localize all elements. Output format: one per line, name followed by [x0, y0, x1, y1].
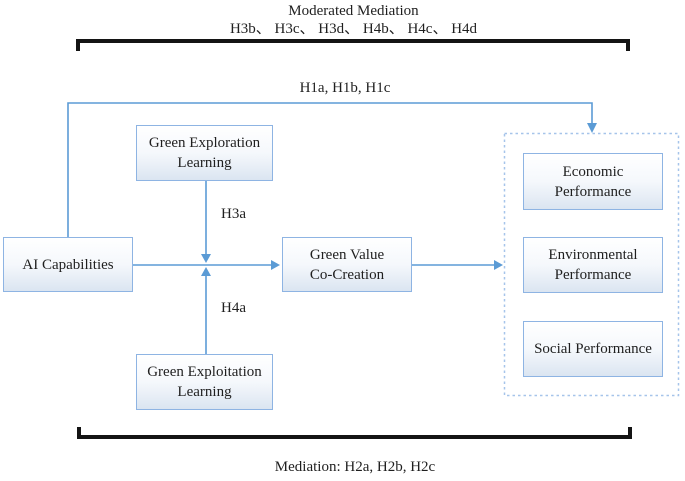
- node-green-exploitation-line2: Learning: [177, 384, 232, 400]
- node-environmental-performance: Environmental Performance: [523, 237, 663, 293]
- node-gvcc-line2: Co-Creation: [309, 266, 385, 283]
- node-green-value-co-creation: Green Value Co-Creation: [282, 237, 412, 292]
- h4a-label: H4a: [221, 300, 246, 316]
- node-ai-capabilities-label: AI Capabilities: [22, 256, 114, 273]
- exploitation-moderation-arrow: [201, 267, 211, 354]
- node-social-performance-label: Social Performance: [534, 341, 652, 357]
- node-social-performance: Social Performance: [523, 321, 663, 377]
- node-economic-performance: Economic Performance: [523, 153, 663, 210]
- h1-direct-connector: [67, 102, 597, 237]
- node-green-exploitation-learning: Green Exploitation Learning: [136, 354, 273, 410]
- node-gvcc-line1: Green Value: [309, 246, 385, 263]
- node-economic-line2: Performance: [554, 183, 632, 200]
- node-environmental-line2: Performance: [554, 267, 632, 283]
- mediation-bracket: [77, 427, 632, 439]
- node-green-exploration-learning: Green Exploration Learning: [136, 125, 273, 181]
- moderated-mediation-hypotheses: H3b、 H3c、 H3d、 H4b、 H4c、 H4d: [229, 21, 478, 37]
- moderated-mediation-bracket: [76, 39, 630, 51]
- node-ai-capabilities: AI Capabilities: [3, 237, 133, 292]
- exploration-moderation-arrow: [201, 181, 211, 263]
- node-environmental-line1: Environmental: [548, 247, 638, 263]
- moderated-mediation-title: Moderated Mediation: [288, 3, 419, 19]
- mediation-label: Mediation: H2a, H2b, H2c: [274, 459, 436, 475]
- ai-to-gvcc-arrow: [133, 260, 280, 270]
- gvcc-to-outcomes-arrow: [412, 260, 503, 270]
- h3a-label: H3a: [221, 206, 246, 222]
- node-economic-line1: Economic: [562, 163, 624, 180]
- node-green-exploration-line2: Learning: [177, 155, 232, 171]
- node-green-exploration-line1: Green Exploration: [148, 135, 261, 151]
- direct-effect-label: H1a, H1b, H1c: [299, 80, 391, 96]
- outcomes-dashed-container: [503, 132, 680, 397]
- node-green-exploitation-line1: Green Exploitation: [147, 364, 262, 380]
